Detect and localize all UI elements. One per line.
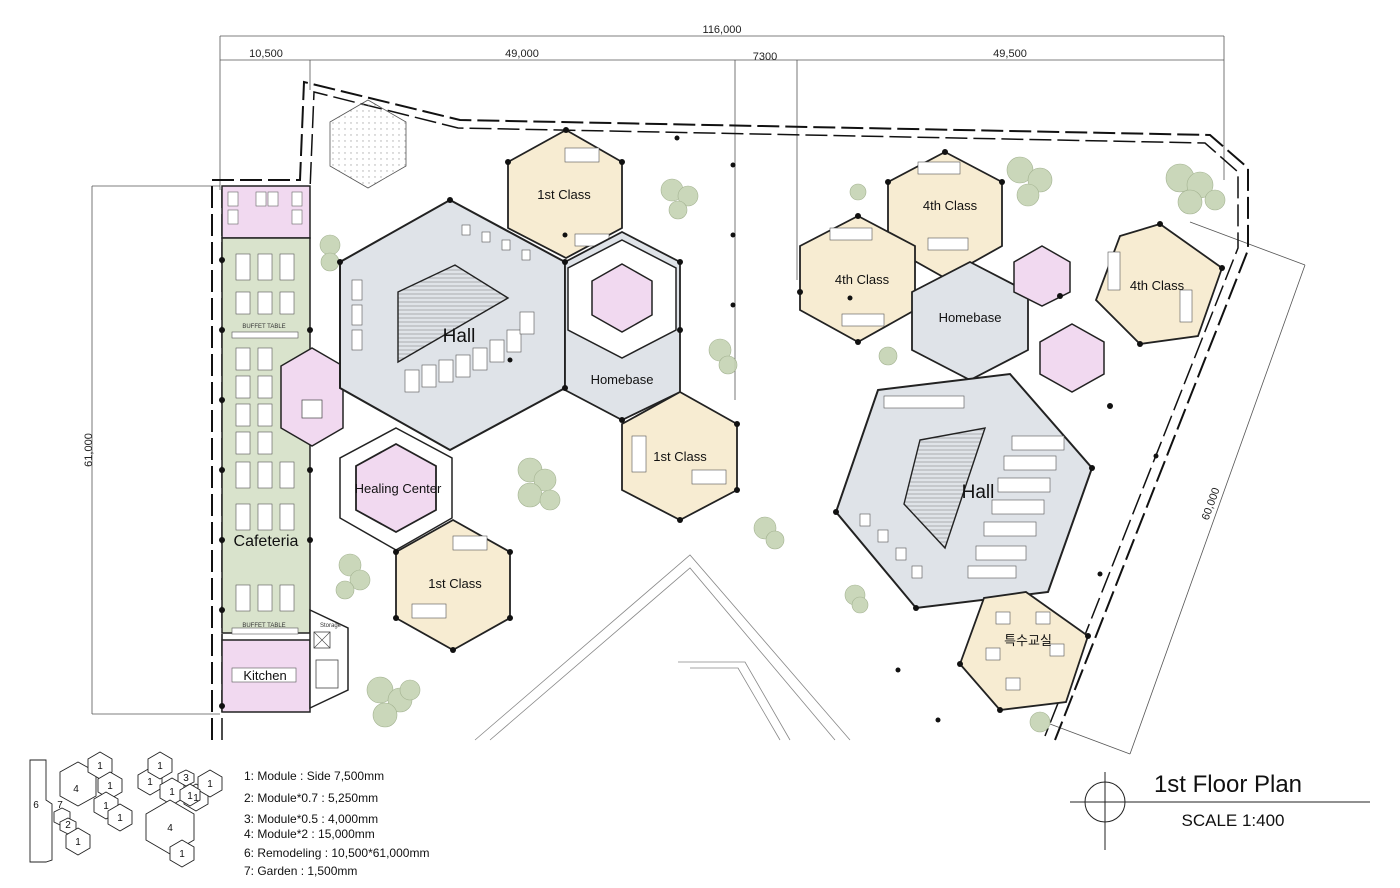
legend-item-5: 6: Remodeling : 10,500*61,000mm (244, 846, 429, 860)
homebase-left-label: Homebase (591, 372, 654, 387)
title-block: 1st Floor Plan SCALE 1:400 (1070, 771, 1370, 850)
hall-left-stage (397, 264, 510, 364)
legend-a-label-6: 7 (57, 800, 63, 811)
legend-diagram-b (137, 751, 223, 868)
dim-total-width: 116,000 (703, 24, 742, 36)
dim-left-height: 61,000 (83, 433, 95, 467)
left-building: BUFFET TABLE BUFFET TABLE Cafeteria Kitc… (221, 128, 738, 713)
buffet-table-label-top: BUFFET TABLE (242, 324, 285, 330)
legend-item-2: 2: Module*0.7 : 5,250mm (244, 791, 378, 805)
legend-a-label-0: 4 (73, 784, 79, 795)
dim-seg-4: 49,500 (993, 48, 1027, 60)
legend-b-label-4: 1 (193, 793, 199, 804)
legend-a-label-2: 1 (107, 781, 113, 792)
legend-a-label-5: 6 (33, 800, 39, 811)
buffet-table-label-bottom: BUFFET TABLE (242, 623, 285, 629)
legend-diagram-a (29, 751, 133, 863)
special-room-area (958, 591, 1090, 711)
legend-b-label-3: 1 (169, 787, 175, 798)
legend-diagram-a-labels: 4 1 1 1 1 6 7 2 1 (33, 761, 123, 848)
dim-seg-2: 49,000 (505, 48, 539, 60)
class-1-top-label: 1st Class (537, 187, 591, 202)
storage-label: Storage (320, 623, 342, 629)
stair-hexagon-left (280, 347, 344, 447)
class-4-right-label: 4th Class (1130, 278, 1185, 293)
dimension-lines (91, 35, 1306, 755)
legend-a-label-7: 2 (65, 820, 71, 831)
class-4-top-label: 4th Class (923, 198, 978, 213)
stair-hexagon-homebase (591, 263, 653, 333)
column-markers (219, 127, 1225, 723)
legend-item-3: 3: Module*0.5 : 4,000mm (244, 812, 378, 826)
legend-a-label-3: 1 (103, 801, 109, 812)
trees (319, 156, 1226, 733)
sports-field (474, 554, 851, 741)
right-building: 4th Class 4th Class Homebase 4th Class (799, 150, 1224, 711)
legend-b-label-8: 1 (179, 849, 185, 860)
legend-b-label-5: 1 (207, 779, 213, 790)
plan-scale: SCALE 1:400 (1181, 811, 1284, 830)
legend-b-label-2: 3 (183, 773, 189, 784)
legend-b-label-0: 1 (147, 777, 153, 788)
legend-a-label-8: 1 (75, 837, 81, 848)
legend-a-label-4: 1 (117, 813, 123, 824)
storage-area (309, 608, 349, 710)
legend-list: 1: Module : Side 7,500mm 2: Module*0.7 :… (244, 769, 429, 878)
legend-b-label-6: 1 (187, 791, 193, 802)
stair-hexagon-right-top (1013, 245, 1071, 307)
dim-seg-3: 7300 (753, 51, 777, 63)
legend-diagram-b-labels: 1 1 3 1 1 1 1 4 1 (147, 761, 213, 860)
homebase-right-label: Homebase (939, 310, 1002, 325)
legend-b-label-1: 1 (157, 761, 163, 772)
legend-a-label-1: 1 (97, 761, 103, 772)
hall-right-label: Hall (962, 482, 995, 503)
class-4-left-label: 4th Class (835, 272, 890, 287)
legend-item-4: 4: Module*2 : 15,000mm (244, 827, 375, 841)
class-1-bottom-label: 1st Class (428, 576, 482, 591)
healing-center-area (355, 442, 437, 534)
class-1-mid-label: 1st Class (653, 449, 707, 464)
dim-seg-1: 10,500 (249, 48, 283, 60)
legend-b-label-7: 4 (167, 823, 173, 834)
special-room-label: 특수교실 (1004, 633, 1052, 648)
legend-item-6: 7: Garden : 1,500mm (244, 864, 357, 878)
plan-title: 1st Floor Plan (1154, 771, 1302, 798)
cafeteria-label: Cafeteria (234, 533, 299, 550)
healing-center-label: Healing Center (355, 481, 442, 496)
legend-item-1: 1: Module : Side 7,500mm (244, 769, 384, 783)
cafeteria-tables (231, 253, 299, 635)
stair-hexagon-right-mid (1039, 323, 1105, 393)
kitchen-label: Kitchen (243, 668, 286, 683)
hall-right-stage (903, 427, 987, 550)
hall-left-label: Hall (443, 326, 476, 347)
playground-hexagon (329, 99, 407, 189)
